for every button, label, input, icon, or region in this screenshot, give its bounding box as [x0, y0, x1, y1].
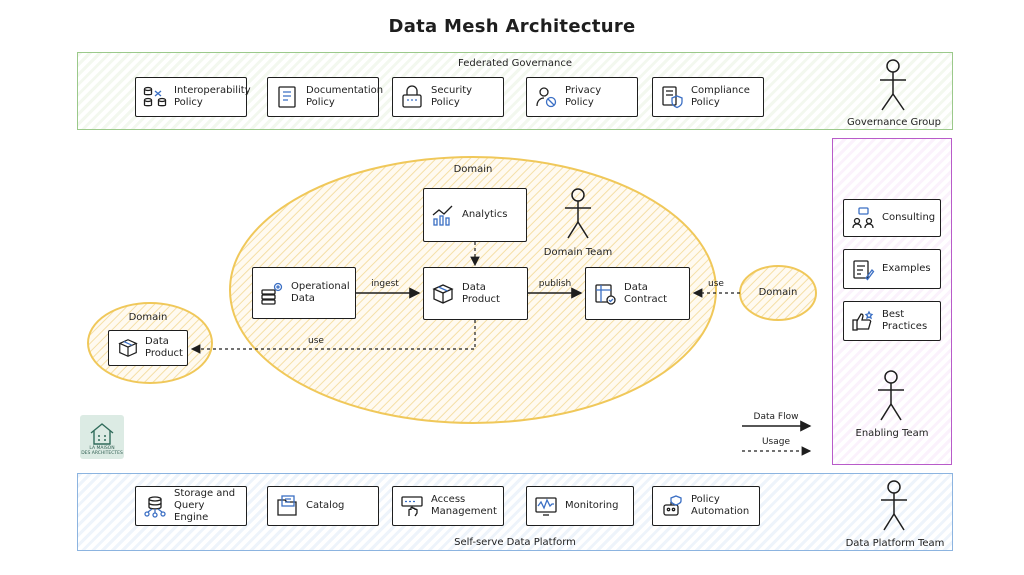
privacy-policy-box[interactable]: Privacy Policy [526, 77, 638, 117]
examples-icon [850, 256, 876, 282]
monitoring-box[interactable]: Monitoring [526, 486, 634, 526]
consulting-icon [850, 205, 876, 231]
house-logo-icon [90, 423, 114, 445]
catalog-box[interactable]: Catalog [267, 486, 379, 526]
thumbs-up-icon [850, 308, 876, 334]
monitoring-icon [533, 493, 559, 519]
examples-box[interactable]: Examples [843, 249, 941, 289]
enabling-team-label: Enabling Team [855, 428, 929, 439]
page-title: Data Mesh Architecture [388, 16, 636, 37]
best-practices-label: Best Practices [882, 309, 928, 332]
database-exchange-icon [142, 84, 168, 110]
data-contract-box[interactable]: Data Contract [585, 267, 690, 320]
policy-label: Interoperability Policy [174, 85, 251, 108]
policy-label: Security Policy [431, 85, 473, 108]
interoperability-policy-box[interactable]: Interoperability Policy [135, 77, 251, 117]
best-practices-box[interactable]: Best Practices [843, 301, 941, 341]
policy-label: Compliance Policy [691, 85, 750, 108]
storage-icon [142, 493, 168, 519]
governance-label: Federated Governance [457, 58, 573, 69]
documentation-policy-box[interactable]: Documentation Policy [267, 77, 383, 117]
policy-label: Privacy Policy [565, 85, 602, 108]
data-product-label: Data Product [462, 281, 500, 305]
edge-use-left [190, 320, 476, 354]
policy-automation-label: Policy Automation [691, 494, 750, 517]
edge-ingest-label: ingest [371, 279, 399, 289]
data-product-left-label: Data Product [145, 336, 183, 359]
document-icon [274, 84, 300, 110]
storage-query-box[interactable]: Storage and Query Engine [135, 486, 247, 526]
access-icon [399, 493, 425, 519]
data-contract-label: Data Contract [624, 281, 668, 305]
privacy-icon [533, 84, 559, 110]
domain-team-figure [565, 188, 591, 239]
edge-publish-label: publish [538, 279, 572, 289]
robot-icon [659, 493, 685, 519]
policy-label: Documentation Policy [306, 85, 384, 108]
logo-line1: LA MAISON [89, 446, 115, 451]
access-management-box[interactable]: Access Management [392, 486, 504, 526]
edge-use-left-label: use [308, 336, 324, 346]
platform-label: Self-serve Data Platform [454, 537, 576, 548]
domain-left-label: Domain [128, 312, 168, 323]
catalog-icon [274, 493, 300, 519]
compliance-policy-box[interactable]: Compliance Policy [652, 77, 764, 117]
legend-usage-label: Usage [761, 437, 791, 447]
compliance-shield-icon [659, 84, 685, 110]
examples-label: Examples [882, 263, 931, 274]
la-maison-logo: LA MAISON DES ARCHITECTES [80, 415, 124, 459]
platform-team-label: Data Platform Team [845, 538, 945, 549]
storage-query-label: Storage and Query Engine [174, 488, 236, 523]
domain-right-label: Domain [758, 287, 798, 298]
access-management-label: Access Management [431, 494, 497, 517]
domain-label: Domain [453, 164, 493, 175]
data-product-box[interactable]: Data Product [423, 267, 528, 320]
analytics-label: Analytics [462, 209, 508, 220]
domain-team-label: Domain Team [543, 247, 613, 258]
catalog-label: Catalog [306, 500, 345, 511]
governance-group-label: Governance Group [847, 117, 941, 128]
logo-line2: DES ARCHITECTES [81, 451, 123, 456]
analytics-box[interactable]: Analytics [423, 188, 527, 242]
security-policy-box[interactable]: Security Policy [392, 77, 504, 117]
operational-data-box[interactable]: Operational Data [252, 267, 356, 319]
analytics-chart-icon [430, 202, 456, 228]
lock-icon [399, 84, 425, 110]
contract-icon [592, 281, 618, 307]
package-icon [115, 335, 141, 361]
monitoring-label: Monitoring [565, 500, 619, 511]
operational-data-label: Operational Data [291, 281, 350, 304]
governance-actor-figure [880, 59, 906, 111]
database-gear-icon [259, 280, 285, 306]
policy-automation-box[interactable]: Policy Automation [652, 486, 760, 526]
legend-flow-label: Data Flow [753, 412, 799, 422]
platform-team-figure [881, 480, 907, 531]
edge-use-right-label: use [708, 279, 724, 289]
data-product-left-box[interactable]: Data Product [108, 330, 188, 366]
consulting-label: Consulting [882, 212, 936, 223]
enabling-team-figure [878, 370, 904, 421]
consulting-box[interactable]: Consulting [843, 199, 941, 237]
package-icon [430, 281, 456, 307]
